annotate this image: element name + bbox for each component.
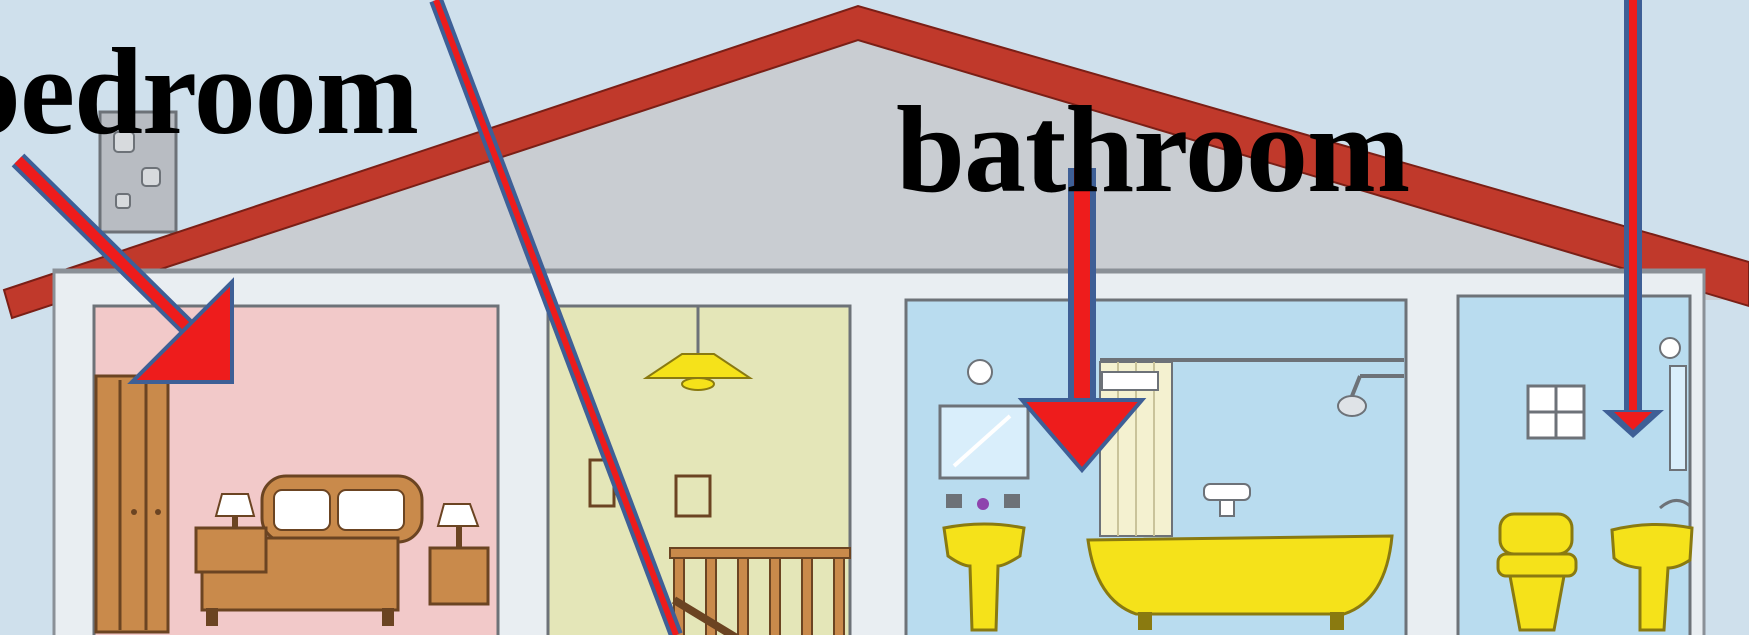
window-icon — [1528, 386, 1584, 438]
wardrobe-icon — [96, 376, 168, 632]
bedroom-label: bedroom — [0, 30, 418, 154]
bathroom-label: bathroom — [896, 88, 1409, 212]
